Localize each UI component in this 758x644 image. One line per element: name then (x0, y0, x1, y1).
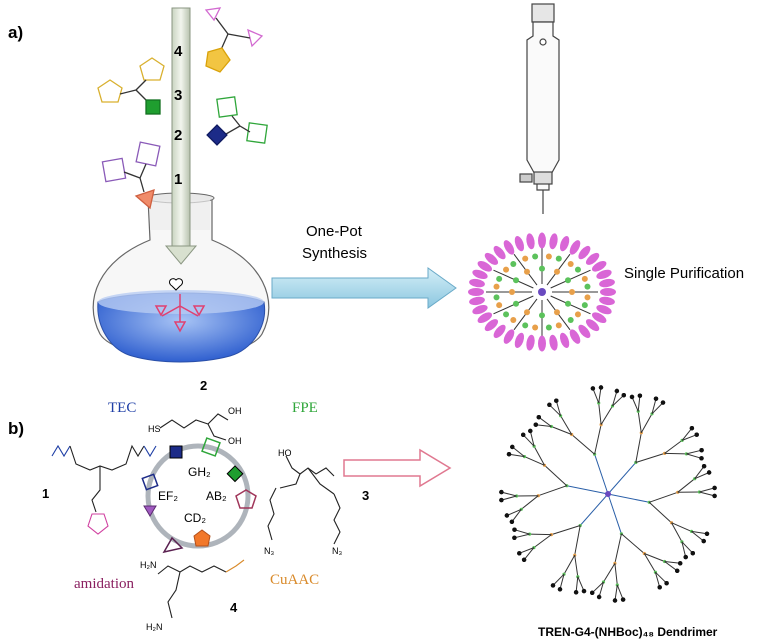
monomer-structure-2 (159, 413, 229, 441)
surface-group-icon (569, 329, 581, 344)
atom-label-nh2-top: H₂N (140, 560, 157, 570)
atom-label-n3-right: N₃ (332, 546, 342, 556)
surface-group-icon (578, 245, 591, 260)
surface-group-icon (477, 261, 493, 272)
atom-label-oh-bottom: OH (228, 436, 242, 446)
monomer-number-4: 4 (230, 600, 238, 615)
surface-group-icon (538, 232, 546, 249)
surface-group-icon (569, 240, 581, 255)
monomer-number-2: 2 (200, 378, 207, 393)
addition-sequence-arrow (164, 7, 198, 265)
panel-b-label: b) (8, 419, 24, 438)
surface-group-icon (599, 296, 615, 306)
surface-group-icon (514, 332, 525, 349)
surface-group-icon (472, 269, 488, 280)
surface-group-icon (484, 252, 499, 265)
reaction-label-tec: TEC (108, 400, 136, 416)
surface-group-icon (468, 288, 484, 296)
surface-group-icon (469, 296, 485, 306)
arrow-label-synthesis: Synthesis (302, 245, 367, 262)
step-number-1: 1 (174, 171, 182, 188)
surface-group-icon (549, 334, 558, 351)
surface-group-icon (600, 288, 616, 296)
orthogonal-cycle-ring (141, 437, 257, 554)
cycle-label-ab2: AB₂ (206, 489, 227, 503)
surface-group-icon (596, 304, 612, 315)
hollow-arrow (343, 448, 452, 488)
cycle-label-gh2: GH₂ (188, 465, 211, 479)
surface-group-icon (472, 304, 488, 315)
monomer-2-icon (206, 96, 268, 146)
one-pot-synthesis-arrow (271, 267, 457, 309)
surface-group-icon (484, 319, 499, 332)
surface-group-icon (585, 252, 600, 265)
atom-label-oh-top: OH (228, 406, 242, 416)
monomer-number-1: 1 (42, 486, 49, 501)
panel-a-label: a) (8, 23, 23, 42)
core-molecule-icon (154, 294, 206, 333)
dendrimer-caption: TREN-G4-(NHBoc)₄₈ Dendrimer (538, 625, 718, 639)
purification-label: Single Purification (624, 265, 744, 282)
monomer-number-3: 3 (362, 488, 369, 503)
surface-group-icon (591, 261, 607, 272)
surface-group-icon (599, 278, 615, 288)
round-bottom-flask (92, 192, 270, 363)
surface-group-icon (526, 233, 535, 250)
atom-label-nh2-bottom: H₂N (146, 622, 163, 632)
step-number-4: 4 (174, 43, 183, 60)
surface-group-icon (477, 312, 493, 323)
reaction-label-amidation: amidation (74, 576, 134, 592)
monomer-structure-1 (51, 444, 157, 535)
surface-group-icon (578, 324, 591, 339)
monomer-structure-3 (267, 455, 341, 545)
surface-group-icon (549, 233, 558, 250)
atom-label-ho: HO (278, 448, 292, 458)
arrow-label-one-pot: One-Pot (306, 223, 363, 240)
monomer-4-icon (204, 7, 264, 73)
atom-label-n3-left: N₃ (264, 546, 274, 556)
surface-group-icon (503, 240, 515, 255)
step-number-3: 3 (174, 87, 182, 104)
monomer-3-icon (97, 57, 165, 115)
surface-group-icon (526, 334, 535, 351)
surface-group-icon (585, 319, 600, 332)
surface-group-icon (493, 245, 506, 260)
surface-group-icon (469, 278, 485, 288)
purified-dendrimer-icon (468, 232, 616, 352)
step-number-2: 2 (174, 127, 182, 144)
monomer-1-icon (101, 141, 161, 210)
surface-group-icon (493, 324, 506, 339)
reaction-label-fpe: FPE (292, 400, 318, 416)
surface-group-icon (514, 235, 525, 252)
dendrimer-structure (499, 385, 717, 603)
surface-group-icon (596, 269, 612, 280)
monomer-structure-4 (157, 559, 245, 619)
surface-group-icon (538, 335, 546, 352)
surface-group-icon (591, 312, 607, 323)
atom-label-hs: HS (148, 424, 161, 434)
surface-group-icon (503, 329, 515, 344)
reaction-label-cuaac: CuAAC (270, 572, 319, 588)
surface-group-icon (559, 235, 570, 252)
cycle-label-cd2: CD₂ (184, 511, 206, 525)
cycle-label-ef2: EF₂ (158, 489, 178, 503)
surface-group-icon (559, 332, 570, 349)
chromatography-column-icon (519, 3, 560, 214)
